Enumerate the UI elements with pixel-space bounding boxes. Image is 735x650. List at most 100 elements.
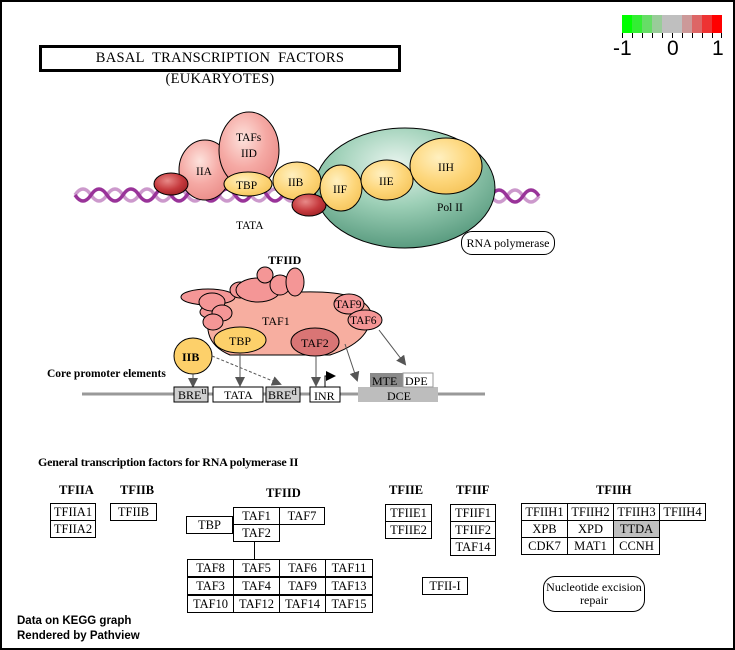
legend-label-max: 1 (712, 37, 724, 60)
gene-node[interactable]: TAF5 (233, 559, 280, 577)
iih-label: IIH (438, 162, 454, 174)
tbp-label: TBP (236, 180, 257, 192)
bred-label: BREd (268, 386, 297, 402)
gene-node[interactable]: TAF9 (279, 577, 326, 595)
gene-node[interactable]: TFIIE1 (385, 504, 432, 522)
legend-ticks (622, 33, 722, 38)
gene-node[interactable]: TFIIH3 (613, 503, 660, 521)
legend-swatch (712, 15, 722, 33)
pol2-label: Pol II (437, 202, 463, 214)
red-factor-right (291, 193, 327, 217)
gene-node[interactable]: TAF14 (450, 538, 496, 556)
gene-node[interactable]: TAF11 (325, 559, 373, 577)
tfiib-group-title: TFIIB (120, 483, 155, 497)
legend-swatch (652, 15, 662, 33)
legend-color-bar (622, 15, 724, 33)
rna-polymerase-link[interactable]: RNA polymerase (461, 231, 555, 255)
gene-node[interactable]: XPD (567, 520, 614, 538)
gene-node[interactable]: TFIIH4 (659, 503, 706, 521)
tfiid-tbp-label: TBP (229, 334, 251, 348)
pathway-title: BASAL TRANSCRIPTION FACTORS (EUKARYOTES) (39, 45, 401, 87)
core-promoter-label: Core promoter elements (47, 368, 166, 380)
gene-node[interactable]: TAF7 (279, 507, 325, 525)
promoter-elements (173, 372, 438, 403)
inr-label: INR (314, 389, 335, 403)
taf2-shape (290, 327, 340, 357)
red-factor-left (153, 172, 189, 196)
gene-node[interactable]: XPB (521, 520, 568, 538)
tfiid-group-title: TFIID (266, 486, 301, 500)
gene-node[interactable]: CDK7 (521, 537, 568, 555)
dce-label: DCE (387, 389, 411, 403)
iib-label: IIB (288, 177, 304, 189)
footer-kegg: Data on KEGG graph (17, 615, 132, 627)
iia-label: IIA (196, 166, 213, 178)
legend-swatch (642, 15, 652, 33)
tfiif-group-title: TFIIF (456, 483, 490, 497)
gene-node[interactable]: TFIIF1 (450, 504, 496, 522)
dpe-label: DPE (405, 374, 428, 388)
gene-node[interactable]: MAT1 (567, 537, 614, 555)
iif-shape (319, 164, 363, 212)
gene-node[interactable]: TAF1 (233, 507, 280, 525)
gene-node[interactable]: TFIIH1 (521, 503, 568, 521)
ner-line-1: Nucleotide excision (546, 580, 642, 594)
gene-node[interactable]: TAF14 (279, 595, 326, 613)
legend-label-mid: 0 (667, 37, 679, 60)
taf6-label: TAF6 (350, 315, 377, 327)
iie-label: IIE (379, 176, 394, 188)
iih-shape (409, 137, 483, 195)
gene-node[interactable]: TFIIF2 (450, 521, 496, 539)
gene-node[interactable]: TBP (186, 516, 233, 534)
gene-node[interactable]: TFIIB (110, 503, 157, 521)
legend-swatch (682, 15, 692, 33)
gene-node[interactable]: TFIIE2 (385, 521, 432, 539)
gene-node[interactable]: CCNH (613, 537, 660, 555)
tfiid-diagram-title: TFIID (268, 253, 302, 267)
iie-shape (360, 159, 414, 201)
tfiih-group-title: TFIIH (596, 483, 632, 497)
legend-swatch (692, 15, 702, 33)
gene-node[interactable]: TFII-I (422, 577, 468, 595)
legend-swatch (672, 15, 682, 33)
tfiid-iib-label: IIB (182, 350, 199, 364)
mte-label: MTE (372, 374, 397, 388)
iif-label: IIF (333, 184, 347, 196)
gtf-section-title: General transcription factors for RNA po… (38, 455, 299, 469)
tbp-shape (223, 171, 273, 197)
taf1-label: TAF1 (262, 314, 290, 328)
nucleotide-excision-repair-link[interactable]: Nucleotide excision repair (543, 576, 645, 612)
gene-node[interactable]: TAF15 (325, 595, 373, 613)
gene-node[interactable]: TAF10 (187, 595, 234, 613)
tata-label: TATA (236, 220, 264, 232)
gene-node[interactable]: TAF13 (325, 577, 373, 595)
footer-pathview: Rendered by Pathview (17, 630, 140, 642)
gene-node[interactable]: TAF4 (233, 577, 280, 595)
tfiid-connector (254, 541, 255, 559)
iid-label: IID (241, 148, 257, 160)
tfiia-group-title: TFIIA (59, 483, 94, 497)
gene-node[interactable]: TAF2 (233, 524, 280, 542)
tafs-label: TAFs (236, 132, 262, 144)
taf2-label: TAF2 (301, 336, 329, 350)
ner-line-2: repair (580, 593, 608, 607)
tata-element-label: TATA (224, 388, 253, 402)
gene-node[interactable]: TTDA (613, 520, 660, 538)
gene-node[interactable]: TFIIH2 (567, 503, 614, 521)
pathway-illustration: Pol II IIA TAFs IID TBP IIB IIF IIE IIH … (47, 111, 541, 403)
taf9-label: TAF9 (335, 299, 362, 311)
legend-swatch (702, 15, 712, 33)
gene-node[interactable]: TAF12 (233, 595, 280, 613)
legend-swatch (662, 15, 672, 33)
gene-node[interactable]: TAF3 (187, 577, 234, 595)
tfiie-group-title: TFIIE (389, 483, 424, 497)
breu-label: BREu (178, 386, 206, 402)
legend-swatch (622, 15, 632, 33)
legend-swatch (632, 15, 642, 33)
gene-node[interactable]: TFIIA1 (50, 503, 96, 521)
gene-node[interactable]: TFIIA2 (50, 520, 96, 538)
gene-node[interactable]: TAF8 (187, 559, 234, 577)
gene-node[interactable]: TAF6 (279, 559, 326, 577)
taf9-shape (333, 293, 365, 315)
